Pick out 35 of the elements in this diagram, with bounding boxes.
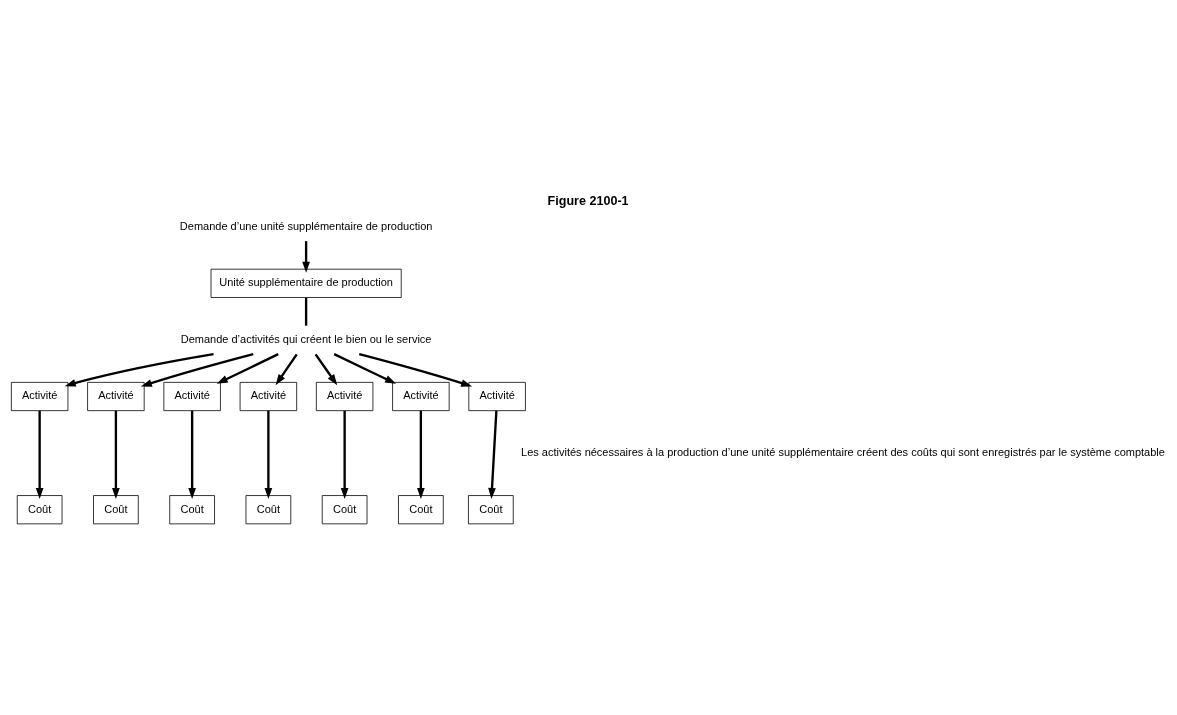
node-box: Coût — [321, 494, 368, 524]
node-box: Activité — [392, 381, 450, 411]
arrow — [275, 353, 298, 385]
arrow — [264, 410, 273, 499]
label: Les activités nécessaires à la production d’une unité supplémentaire créent des coûts qui sont enregistrés par le système comptable — [521, 445, 1165, 458]
arrow — [64, 352, 214, 387]
node-box: Coût — [16, 494, 63, 524]
arrow — [112, 410, 120, 499]
arrow — [333, 352, 397, 384]
node-text: Demande d’activités qui créent le bien ou le service — [180, 332, 432, 345]
arrow — [340, 410, 349, 499]
node-box: Activité — [10, 381, 69, 411]
node-box: Coût — [468, 494, 514, 524]
connector — [304, 297, 308, 326]
node-box: Activité — [163, 381, 221, 411]
arrow — [188, 410, 196, 499]
node-text: Demande d’une unité supplémentaire de production — [179, 219, 433, 232]
arrow — [358, 352, 473, 387]
arrow — [140, 352, 254, 387]
arrow — [216, 352, 279, 384]
node-box: Coût — [93, 494, 139, 524]
node-box: Activité — [468, 381, 526, 411]
arrow — [417, 410, 425, 499]
diagram-title: Figure 2100-1 — [547, 193, 629, 208]
node-box: Unité supplémentaire de production — [210, 268, 402, 298]
node-box: Coût — [398, 494, 444, 524]
node-box: Coût — [169, 494, 215, 524]
node-box: Activité — [315, 381, 374, 411]
node-box: Activité — [87, 381, 145, 411]
arrow — [314, 353, 338, 385]
node-box: Coût — [245, 494, 292, 524]
arrow — [488, 410, 498, 499]
arrow — [35, 410, 44, 499]
arrow — [302, 240, 310, 273]
node-box: Activité — [239, 381, 298, 411]
